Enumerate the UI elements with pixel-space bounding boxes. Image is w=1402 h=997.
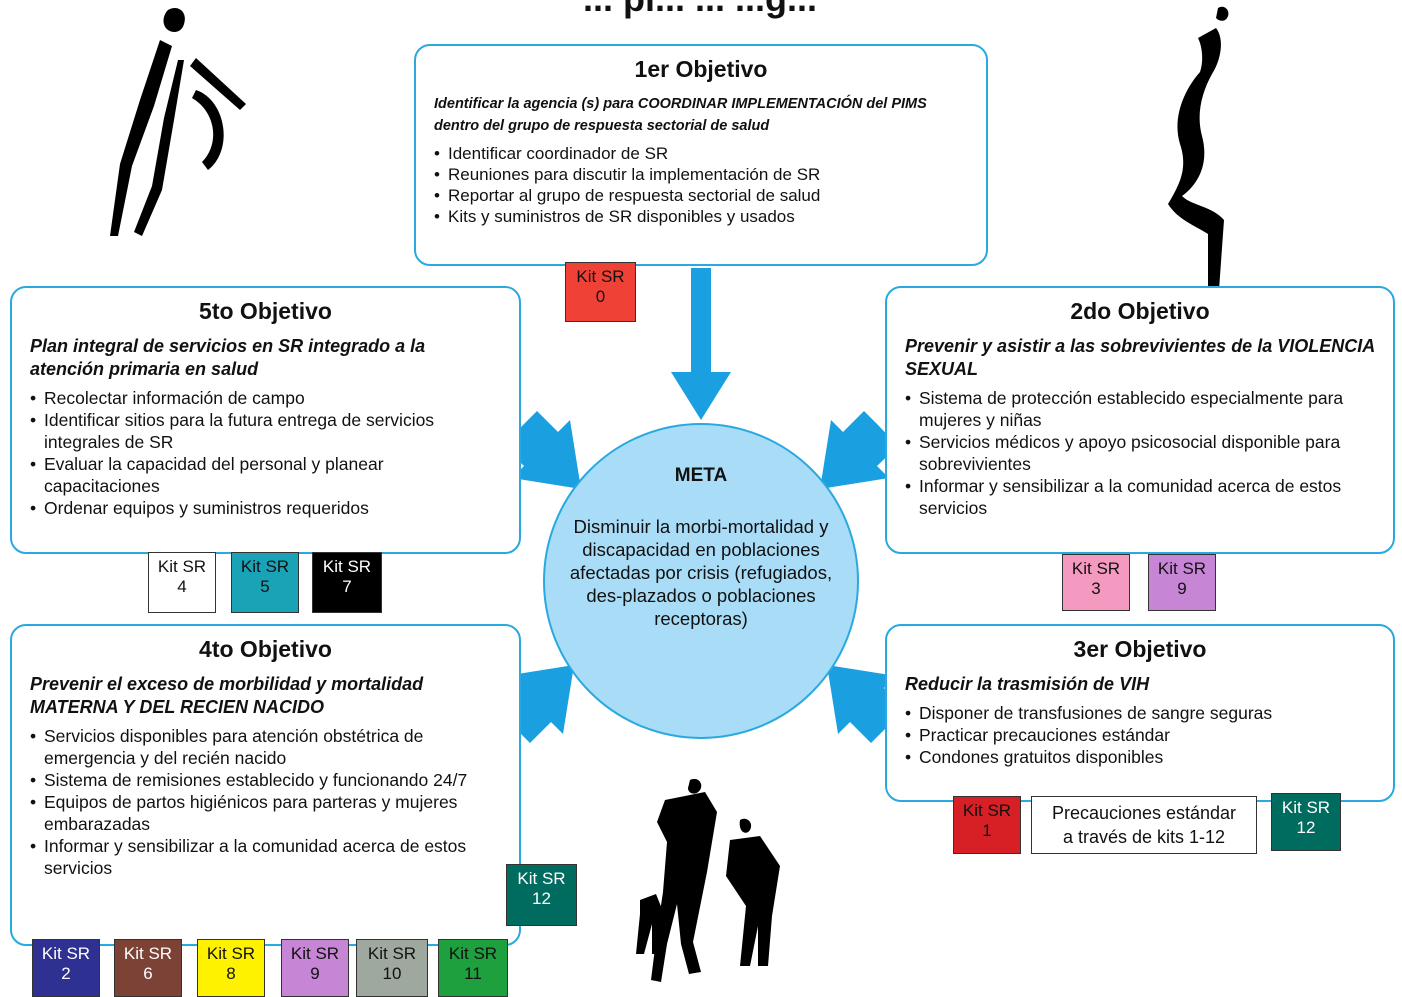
list-item: Disponer de transfusiones de sangre segu…	[905, 702, 1375, 724]
objective-4-list: Servicios disponibles para atención obst…	[30, 725, 500, 879]
objective-1-box: 1er Objetivo Identificar la agencia (s) …	[414, 44, 988, 266]
page-title: ... pl... ... ...g...	[300, 0, 1100, 20]
objective-2-subtitle: Prevenir y asistir a las sobrevivientes …	[905, 336, 1375, 379]
objective-3-title: 3er Objetivo	[1073, 636, 1207, 662]
objective-1-title: 1er Objetivo	[634, 56, 768, 82]
woman-silhouette-icon	[1168, 6, 1229, 304]
list-item: Identificar coordinador de SR	[434, 143, 968, 164]
list-item: Informar y sensibilizar a la comunidad a…	[905, 475, 1375, 519]
list-item: Ordenar equipos y suministros requeridos	[30, 497, 501, 519]
list-item: Reportar al grupo de respuesta sectorial…	[434, 185, 968, 206]
list-item: Evaluar la capacidad del personal y plan…	[30, 453, 501, 497]
list-item: Reuniones para discutir la implementació…	[434, 164, 968, 185]
list-item: Equipos de partos higiénicos para parter…	[30, 791, 500, 835]
objective-4-box: 4to Objetivo Prevenir el exceso de morbi…	[10, 624, 521, 946]
list-item: Servicios médicos y apoyo psicosocial di…	[905, 431, 1375, 475]
family-silhouette-icon	[636, 778, 780, 982]
list-item: Sistema de remisiones establecido y func…	[30, 769, 500, 791]
objective-3-list: Disponer de transfusiones de sangre segu…	[905, 702, 1375, 768]
list-item: Sistema de protección establecido especi…	[905, 387, 1375, 431]
arrow-upper-right	[820, 411, 898, 489]
objective-3-subtitle: Reducir la trasmisión de VIH	[905, 674, 1150, 694]
list-item: Kits y suministros de SR disponibles y u…	[434, 206, 968, 227]
list-item: Servicios disponibles para atención obst…	[30, 725, 500, 769]
objective-2-title: 2do Objetivo	[1070, 298, 1210, 324]
objective-2-box: 2do Objetivo Prevenir y asistir a las so…	[885, 286, 1395, 554]
objective-2-list: Sistema de protección establecido especi…	[905, 387, 1375, 519]
arrow-top	[671, 268, 731, 420]
objective-1-subtitle: Identificar la agencia (s) para COORDINA…	[434, 96, 927, 134]
objective-5-list: Recolectar información de campo Identifi…	[30, 387, 501, 519]
goal-title: META	[674, 465, 728, 486]
pregnant-woman-silhouette-icon	[110, 7, 246, 236]
list-item: Practicar precauciones estándar	[905, 724, 1375, 746]
list-item: Recolectar información de campo	[30, 387, 501, 409]
list-item: Identificar sitios para la futura entreg…	[30, 409, 501, 453]
goal-text: Disminuir la morbi-mortalidad y discapac…	[569, 516, 833, 629]
list-item: Informar y sensibilizar a la comunidad a…	[30, 835, 500, 879]
objective-5-title: 5to Objetivo	[199, 298, 332, 324]
objective-5-subtitle: Plan integral de servicios en SR integra…	[30, 336, 426, 379]
list-item: Condones gratuitos disponibles	[905, 746, 1375, 768]
goal-circle: META Disminuir la morbi-mortalidad y dis…	[543, 423, 859, 739]
objective-4-subtitle: Prevenir el exceso de morbilidad y morta…	[30, 674, 424, 717]
objective-4-title: 4to Objetivo	[199, 636, 332, 662]
arrow-upper-left	[503, 411, 581, 489]
objective-5-box: 5to Objetivo Plan integral de servicios …	[10, 286, 521, 554]
objective-3-box: 3er Objetivo Reducir la trasmisión de VI…	[885, 624, 1395, 802]
objective-1-list: Identificar coordinador de SR Reuniones …	[434, 143, 968, 227]
